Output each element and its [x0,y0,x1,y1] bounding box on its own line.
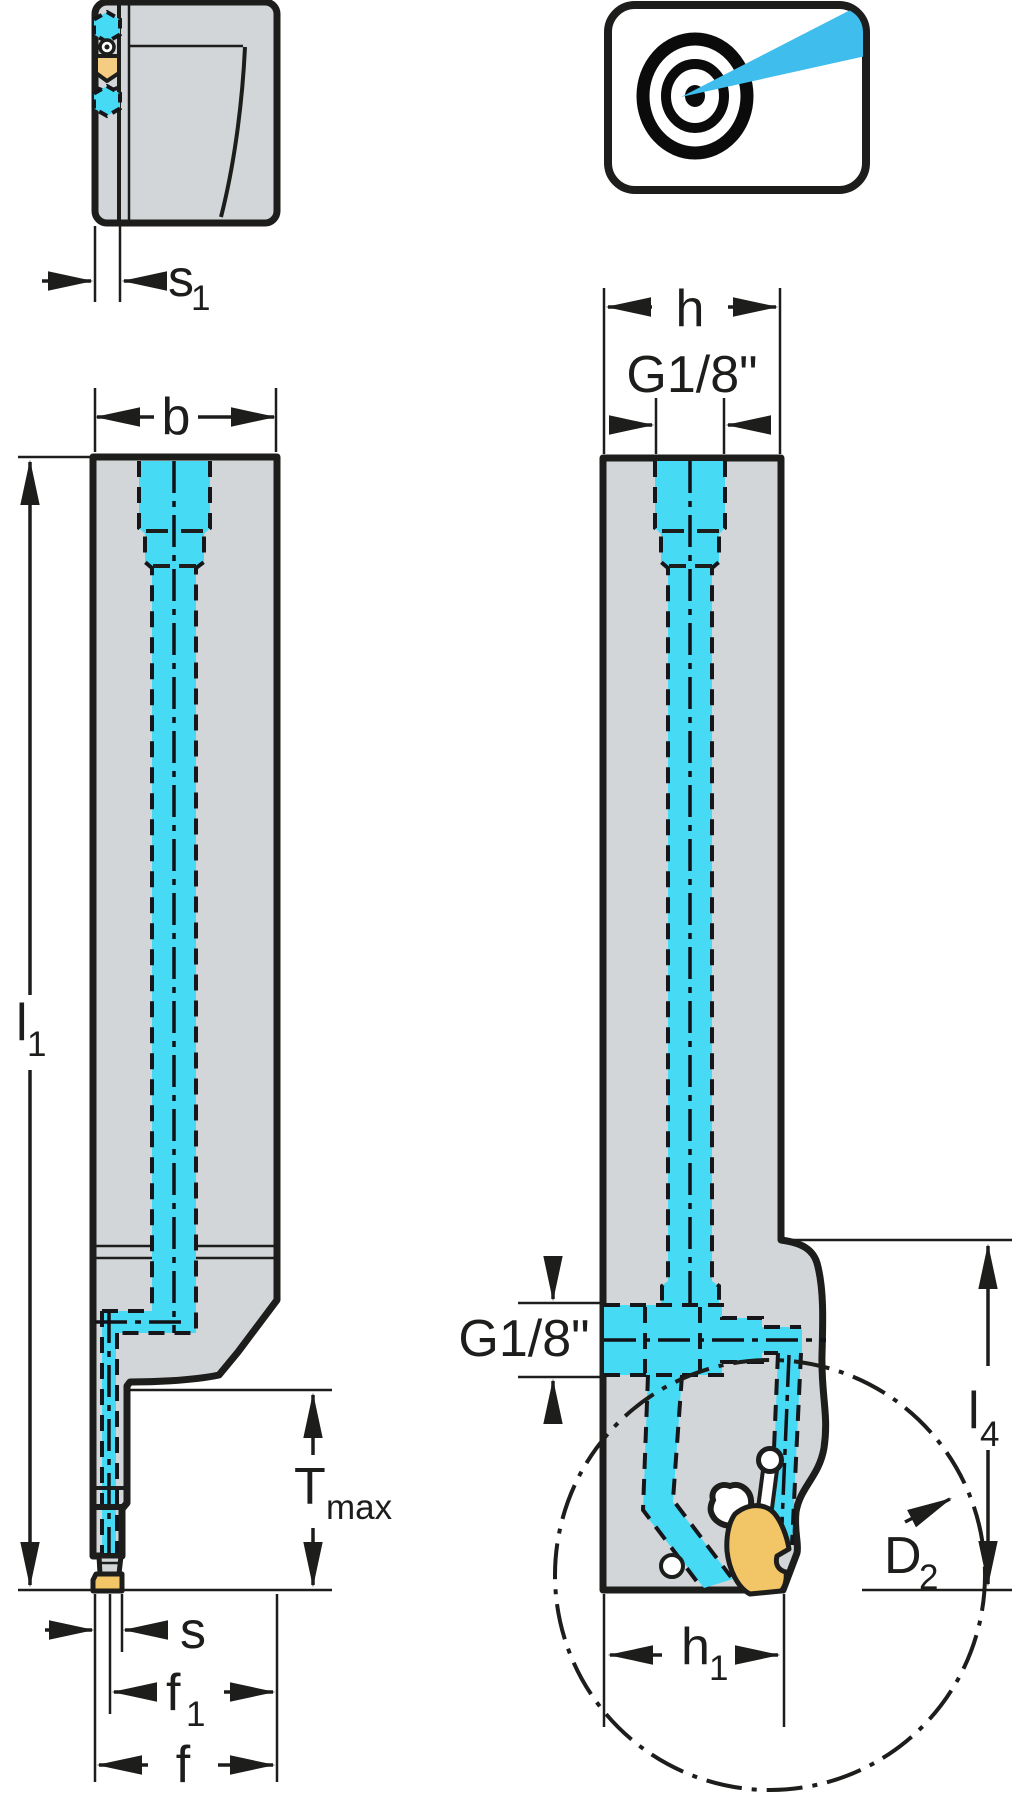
dimension-h1: h 1 [602,1594,786,1727]
svg-text:max: max [326,1488,393,1527]
clamp-hole [659,1553,685,1579]
clamp-screw-head [756,1446,784,1474]
coolant-jet-icon [681,8,863,97]
insert-top-view [94,54,121,83]
clamp-screw-icon [94,86,120,116]
dimension-l1: l 1 [16,455,332,1592]
side-coolant-channel [604,461,826,1589]
label-b: b [162,388,191,446]
svg-text:4: 4 [980,1415,999,1454]
side-view: h G1/8" G1/8" l 4 [458,280,1012,1792]
label-g18-top: G1/8" [626,346,757,404]
label-h1: h [681,1618,710,1676]
dimension-l4: l 4 [784,1238,1012,1592]
label-d2: D [884,1527,922,1585]
dimension-f: f [96,1736,276,1794]
dimension-g18-top: G1/8" [608,346,772,454]
insert-side-view [724,1503,792,1597]
dimension-h: h [602,280,782,454]
svg-text:1: 1 [191,279,210,318]
top-view-body [91,0,281,227]
svg-text:2: 2 [919,1558,938,1597]
svg-text:1: 1 [709,1649,728,1688]
dimension-d2: D 2 [884,1497,953,1597]
svg-text:1: 1 [27,1025,46,1064]
dimension-g18-side: G1/8" [458,1255,601,1425]
front-coolant-channel [95,461,212,1558]
insert-front-view [90,1571,125,1594]
label-g18-side: G1/8" [458,1310,589,1368]
dimension-s: s [45,1594,206,1782]
clamp-screw-icon [94,12,120,42]
label-s1: s [168,250,194,308]
shim-cap [96,1553,124,1577]
target-icon [604,1,870,194]
label-f: f [176,1736,191,1794]
label-l1: l [16,994,28,1052]
dimension-f1: f 1 [111,1594,279,1782]
top-section-view [91,0,281,227]
label-f1: f [166,1664,181,1722]
dimension-s1: s 1 [42,226,210,318]
label-h: h [676,280,705,338]
svg-text:1: 1 [186,1695,205,1734]
front-view: b l 1 T max s [16,388,393,1794]
label-tmax: T [294,1458,326,1516]
dimension-b: b [93,388,278,452]
label-s: s [180,1602,206,1660]
label-l4: l [968,1382,980,1440]
dimension-tmax: T max [127,1388,393,1588]
shank-curve [219,46,247,218]
